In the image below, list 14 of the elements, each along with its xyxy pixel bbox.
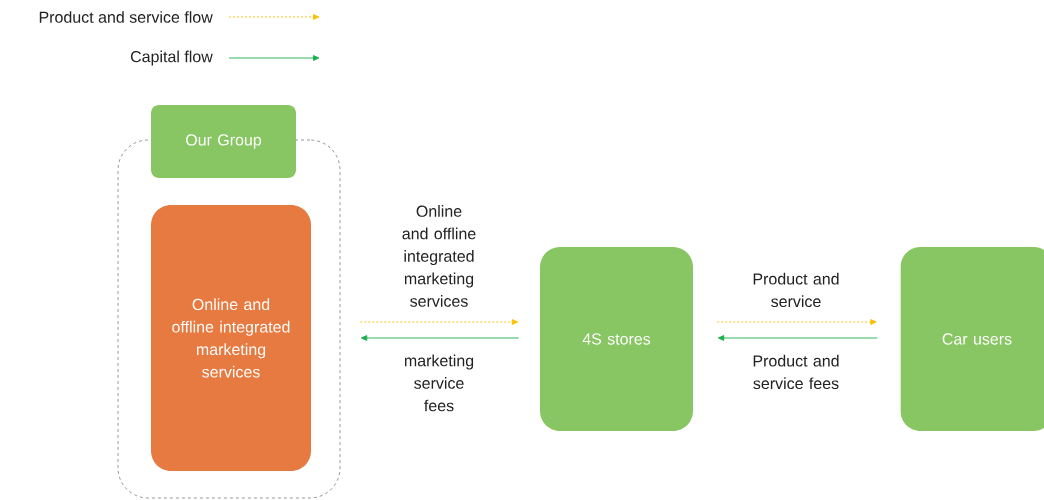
process-box: Car users [900,247,1044,431]
edge-label: Online and offline integrated marketing services [402,205,476,307]
arrow [359,319,519,325]
edge-label: Product and service fees [753,354,839,390]
edge-label: Product and service [753,272,839,308]
legend-label: Capital flow [130,50,213,66]
arrow [716,319,877,325]
process-box: Our Group [151,105,296,178]
edge-label: marketing service fees [404,354,474,412]
process-box: Online and offline integrated marketing services [151,205,311,471]
process-box: 4S stores [540,247,693,431]
legend-label: Product and service flow [39,11,213,23]
arrow [717,335,878,341]
arrow [360,335,520,341]
